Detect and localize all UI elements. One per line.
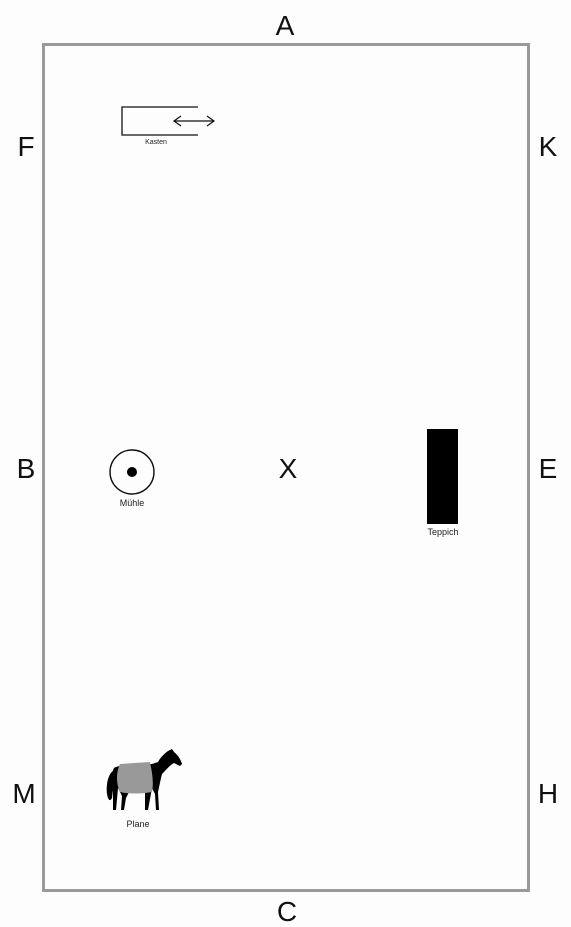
letter-a: A bbox=[276, 12, 295, 40]
letter-m: M bbox=[12, 780, 35, 808]
horse-with-tarp-icon bbox=[102, 748, 184, 814]
black-rectangle-icon bbox=[427, 429, 458, 524]
letter-x: X bbox=[279, 455, 298, 483]
kasten-label: Kasten bbox=[145, 139, 167, 146]
letter-b: B bbox=[17, 455, 36, 483]
box-with-double-arrow-icon bbox=[118, 103, 222, 141]
letter-e: E bbox=[539, 455, 558, 483]
muehle-label: Mühle bbox=[120, 498, 145, 508]
kasten-obstacle bbox=[118, 103, 222, 141]
muehle-obstacle bbox=[108, 448, 158, 498]
letter-f: F bbox=[17, 133, 34, 161]
letter-h: H bbox=[538, 780, 558, 808]
plane-obstacle bbox=[102, 748, 184, 814]
teppich-label: Teppich bbox=[427, 527, 458, 537]
circle-with-dot-icon bbox=[108, 448, 158, 498]
letter-c: C bbox=[277, 898, 297, 926]
plane-label: Plane bbox=[126, 819, 149, 829]
letter-k: K bbox=[539, 133, 558, 161]
